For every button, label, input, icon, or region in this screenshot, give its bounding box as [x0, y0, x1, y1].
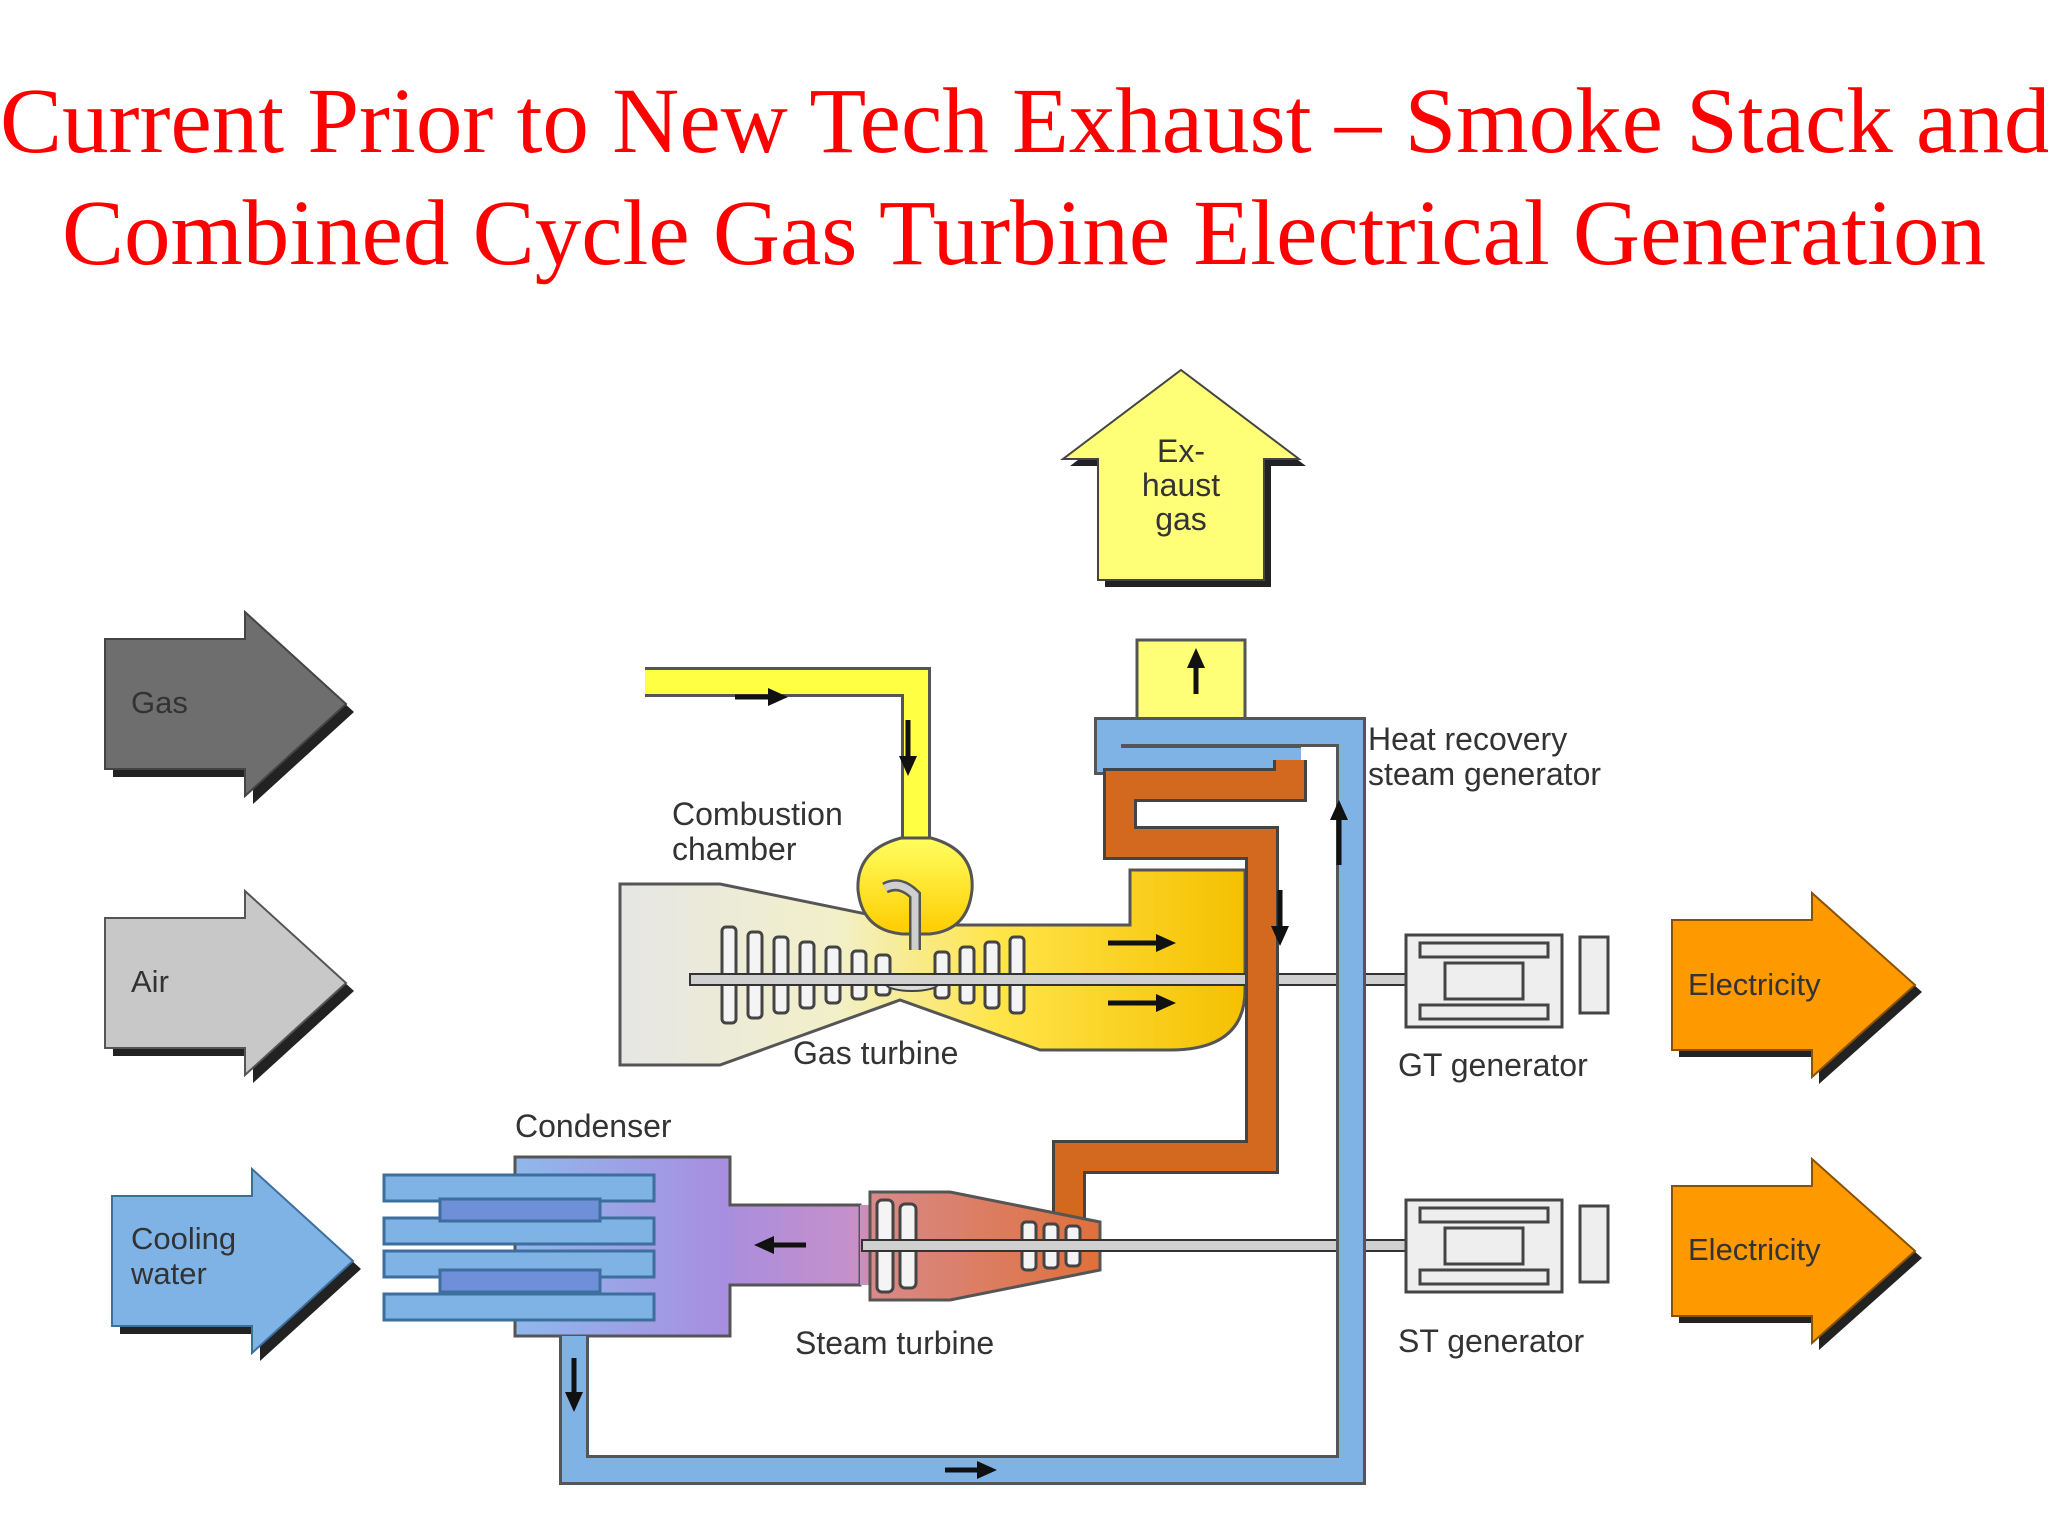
- gt-generator: [1404, 933, 1610, 1029]
- title-line-1: Current Prior to New Tech Exhaust – Smok…: [0, 70, 2048, 173]
- cooling-water-label-1: Cooling: [131, 1221, 236, 1256]
- st-shaft: [861, 1239, 1463, 1252]
- hrsg-water-up-arrow: [1330, 800, 1348, 865]
- gas-fuel-line: [645, 667, 931, 860]
- cooling-water-label-2: water: [130, 1256, 207, 1291]
- hrsg-steam-coil: [1052, 760, 1307, 1245]
- gt-electricity-arrow: Electricity: [1671, 890, 1922, 1084]
- st-electricity-arrow: Electricity: [1671, 1156, 1922, 1350]
- feedwater-return-loop: [559, 1223, 1366, 1485]
- hrsg-label-2: steam generator: [1368, 756, 1601, 792]
- exhaust-label-1: Ex-: [1157, 433, 1205, 469]
- condenser-label: Condenser: [515, 1108, 672, 1144]
- gt-generator-label: GT generator: [1398, 1047, 1588, 1083]
- exhaust-label-3: gas: [1155, 501, 1207, 537]
- st-generator-label: ST generator: [1398, 1323, 1585, 1359]
- gas-turbine: [618, 868, 1247, 1067]
- combustion-chamber-label-1: Combustion: [672, 796, 843, 832]
- st-generator: [1404, 1198, 1610, 1294]
- gas-turbine-label: Gas turbine: [793, 1035, 958, 1071]
- combustion-chamber-label-2: chamber: [672, 831, 797, 867]
- combustion-chamber: [856, 836, 974, 992]
- air-label: Air: [131, 964, 169, 999]
- steam-turbine-label: Steam turbine: [795, 1325, 994, 1361]
- page-title: Current Prior to New Tech Exhaust – Smok…: [0, 66, 2048, 290]
- exhaust-gas-arrow: Ex- haust gas: [1060, 368, 1306, 587]
- condenser-tubes: [382, 1173, 656, 1322]
- gas-label: Gas: [131, 685, 188, 720]
- exhaust-label-2: haust: [1142, 467, 1220, 503]
- hrsg-label-1: Heat recovery: [1368, 721, 1567, 757]
- title-line-2: Combined Cycle Gas Turbine Electrical Ge…: [61, 182, 1987, 285]
- cooling-water-input-arrow: Cooling water: [111, 1166, 361, 1361]
- hrsg-water-coil: [1094, 717, 1366, 1223]
- gt-electricity-label: Electricity: [1688, 967, 1821, 1002]
- air-input-arrow: Air: [104, 888, 354, 1083]
- condenser: [382, 1155, 862, 1338]
- st-electricity-label: Electricity: [1688, 1232, 1821, 1267]
- gas-input-arrow: Gas: [104, 609, 354, 804]
